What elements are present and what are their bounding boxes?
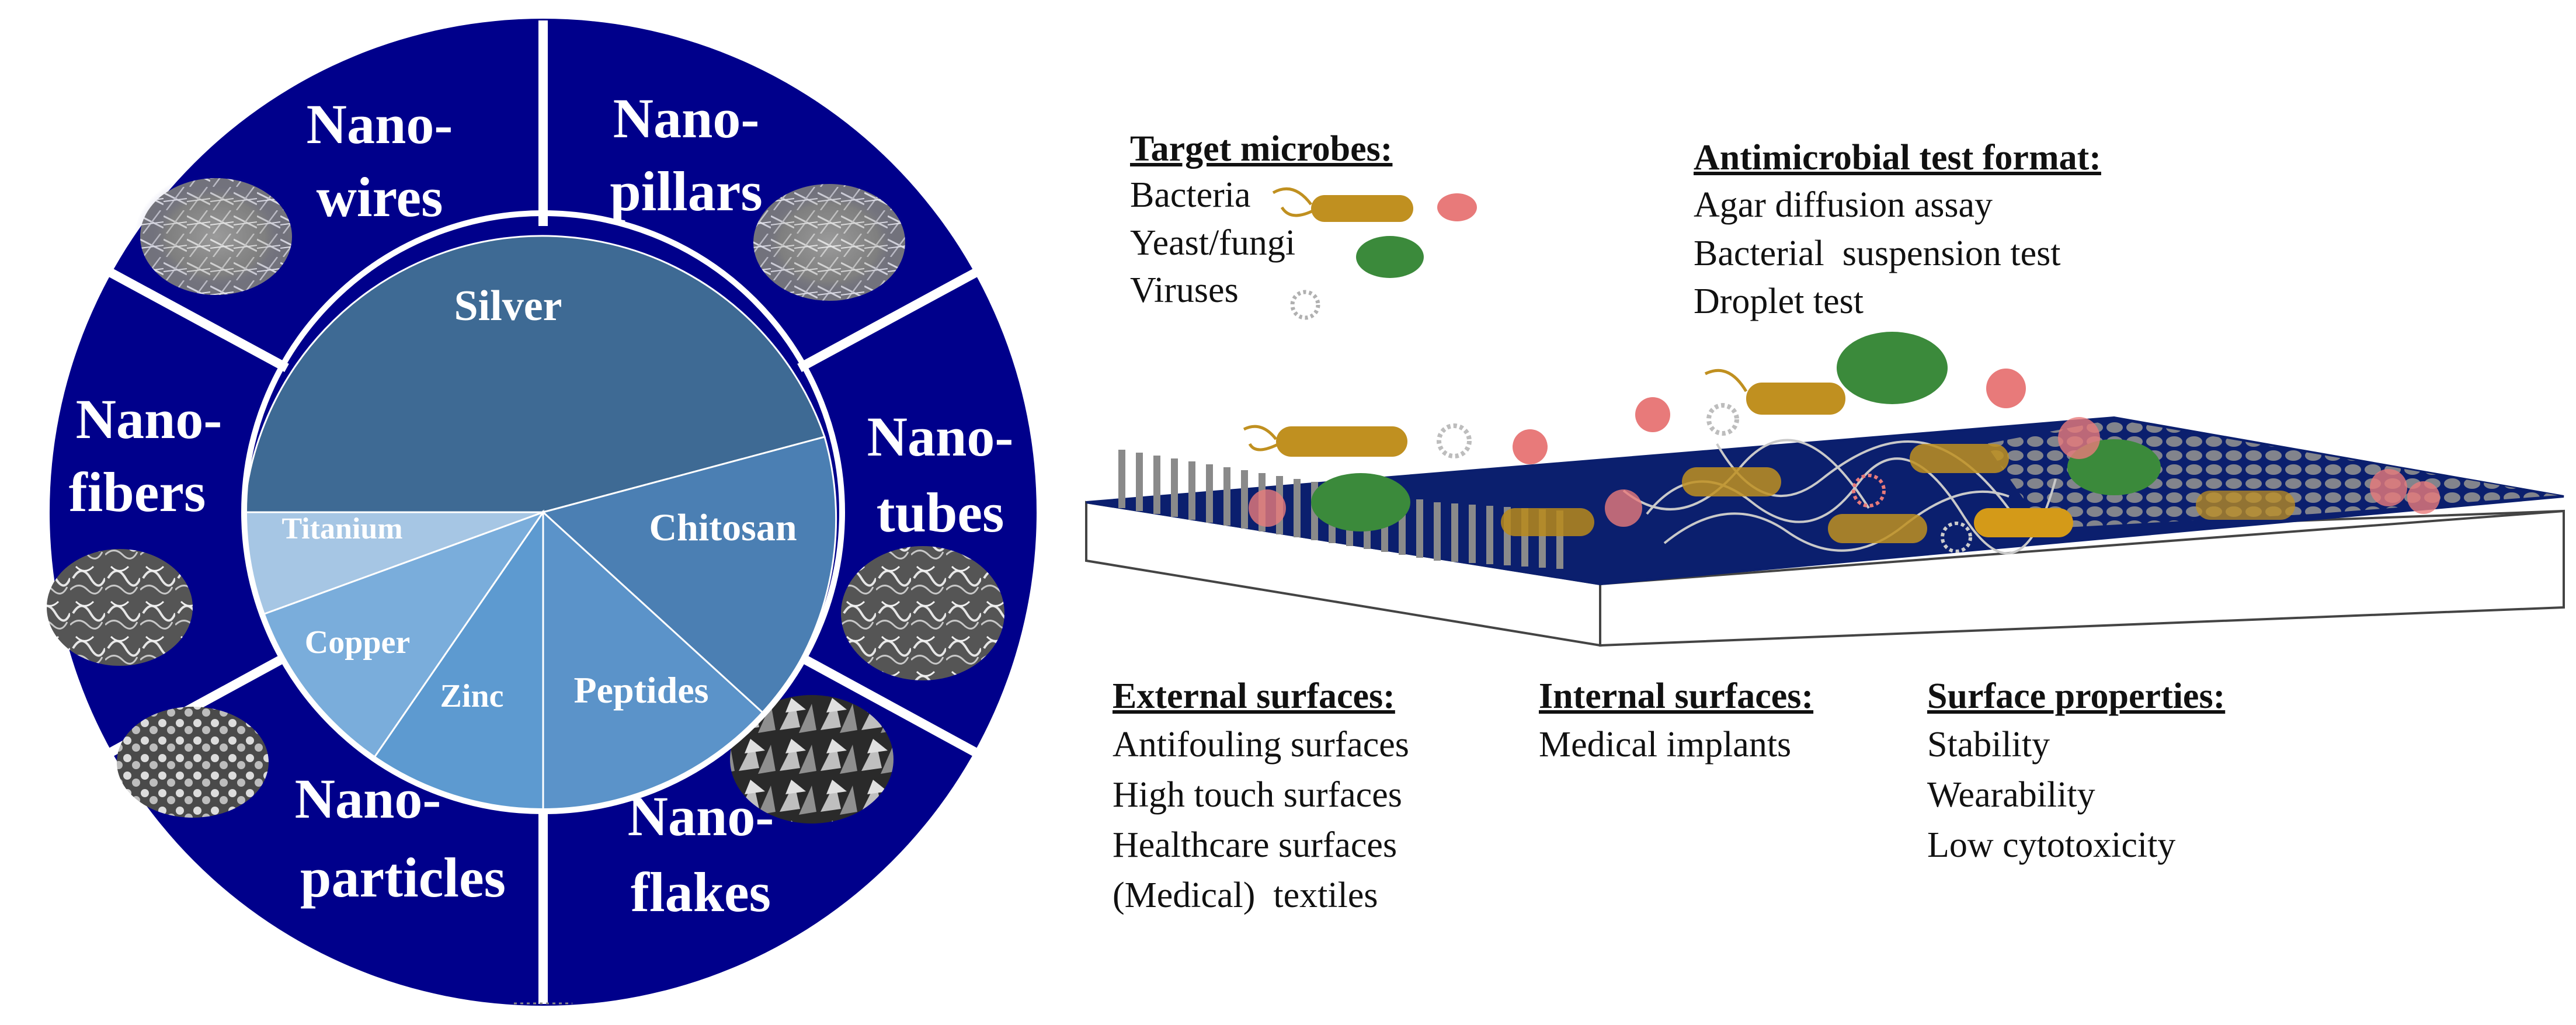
fungi-legend-icon xyxy=(1356,236,1424,278)
segment-label-wires-1: Nano- xyxy=(307,93,453,155)
internal-medical-implants: Medical implants xyxy=(1539,725,1792,765)
material-label-zinc: Zinc xyxy=(440,678,504,714)
surface-properties-block: Surface properties: Stability Wearabilit… xyxy=(1927,673,2225,870)
segment-label-pillars-1: Nano- xyxy=(613,87,760,150)
segment-label-flakes-1: Nano- xyxy=(628,785,774,847)
target-microbes-heading: Target microbes: xyxy=(1130,129,1393,169)
nanoflakes-image xyxy=(730,695,894,824)
surface-microbes xyxy=(1249,417,2440,553)
sem-images xyxy=(47,172,1004,824)
test-droplet: Droplet test xyxy=(1694,282,1864,321)
bacterium-on-surface-3 xyxy=(1828,514,1927,543)
internal-surfaces-block: Internal surfaces: Medical implants xyxy=(1539,673,1813,770)
slab-right-face xyxy=(1599,509,2565,647)
external-antifouling: Antifouling surfaces xyxy=(1113,725,1409,765)
nanostructure-wheel: Silver Chitosan Peptides Zinc Copper Tit… xyxy=(47,19,1037,1006)
test-format-heading: Antimicrobial test format: xyxy=(1694,138,2101,178)
segment-label-particles-1: Nano- xyxy=(295,767,441,830)
nanofibers-image xyxy=(47,549,193,666)
bacterium-on-surface-4 xyxy=(1910,444,2009,473)
cocci-air-3 xyxy=(1986,369,2026,408)
segment-label-pillars-2: pillars xyxy=(610,160,762,223)
target-microbes-block: Target microbes: Bacteria Yeast/fungi Vi… xyxy=(1130,126,1392,312)
segment-dividers xyxy=(109,20,978,1004)
internal-surfaces-heading: Internal surfaces: xyxy=(1539,676,1814,716)
bacterium-air-2 xyxy=(1746,383,1845,415)
property-low-cytotoxicity: Low cytotoxicity xyxy=(1927,825,2176,865)
nanoparticles-image xyxy=(117,707,269,818)
property-wearability: Wearability xyxy=(1927,775,2095,815)
material-label-silver: Silver xyxy=(454,282,562,330)
segment-label-flakes-2: flakes xyxy=(631,861,771,923)
segment-label-fibers-2: fibers xyxy=(69,461,206,523)
cocci-legend-icon xyxy=(1437,193,1477,221)
material-label-chitosan: Chitosan xyxy=(649,506,797,549)
test-agar-diffusion: Agar diffusion assay xyxy=(1694,185,1993,225)
virus-air-1 xyxy=(1437,423,1472,458)
external-surfaces-heading: External surfaces: xyxy=(1113,676,1395,716)
surface-properties-heading: Surface properties: xyxy=(1927,676,2226,716)
microbe-bacteria: Bacteria xyxy=(1130,175,1251,215)
bacteria-legend-icon xyxy=(1311,195,1413,222)
fungus-air xyxy=(1837,332,1948,404)
airborne-microbes xyxy=(1243,332,2026,464)
external-healthcare: Healthcare surfaces xyxy=(1113,825,1397,865)
fungus-on-surface xyxy=(1311,473,1410,531)
segment-label-fibers-1: Nano- xyxy=(76,388,223,450)
external-surfaces-block: External surfaces: Antifouling surfaces … xyxy=(1113,673,1409,920)
microbe-yeast-fungi: Yeast/fungi xyxy=(1130,223,1296,263)
external-textiles: (Medical) textiles xyxy=(1113,875,1378,915)
external-high-touch: High touch surfaces xyxy=(1113,775,1402,815)
material-label-peptides: Peptides xyxy=(573,669,708,711)
nanotubes-image xyxy=(841,546,1004,680)
segment-label-wires-2: wires xyxy=(317,166,443,228)
cocci-air-2 xyxy=(1635,397,1670,432)
bacterium-on-surface-6 xyxy=(2196,491,2295,520)
segment-label-tubes-2: tubes xyxy=(877,481,1004,544)
segment-label-particles-2: particles xyxy=(300,846,506,909)
test-bacterial-suspension: Bacterial suspension test xyxy=(1694,234,2061,273)
material-label-titanium: Titanium xyxy=(281,512,402,545)
bacterium-on-surface-2 xyxy=(1682,467,1781,496)
pie-border xyxy=(241,210,845,814)
microbe-legend-icons xyxy=(1272,187,1477,320)
material-label-copper: Copper xyxy=(305,624,410,661)
microbe-viruses: Viruses xyxy=(1130,270,1239,310)
bacterium-on-surface-5 xyxy=(1974,508,2073,537)
cocci-air-1 xyxy=(1513,429,1548,464)
materials-pie xyxy=(241,210,845,814)
property-stability: Stability xyxy=(1927,725,2050,765)
virus-air-2 xyxy=(1706,403,1739,436)
virus-legend-icon xyxy=(1290,290,1320,320)
test-format-block: Antimicrobial test format: Agar diffusio… xyxy=(1694,134,2101,325)
bacterium-on-surface xyxy=(1501,508,1594,536)
pie-slice-silver xyxy=(243,235,826,513)
surface-illustration xyxy=(1085,187,2565,647)
segment-label-tubes-1: Nano- xyxy=(867,405,1014,468)
bacterium-air-1 xyxy=(1276,426,1407,457)
